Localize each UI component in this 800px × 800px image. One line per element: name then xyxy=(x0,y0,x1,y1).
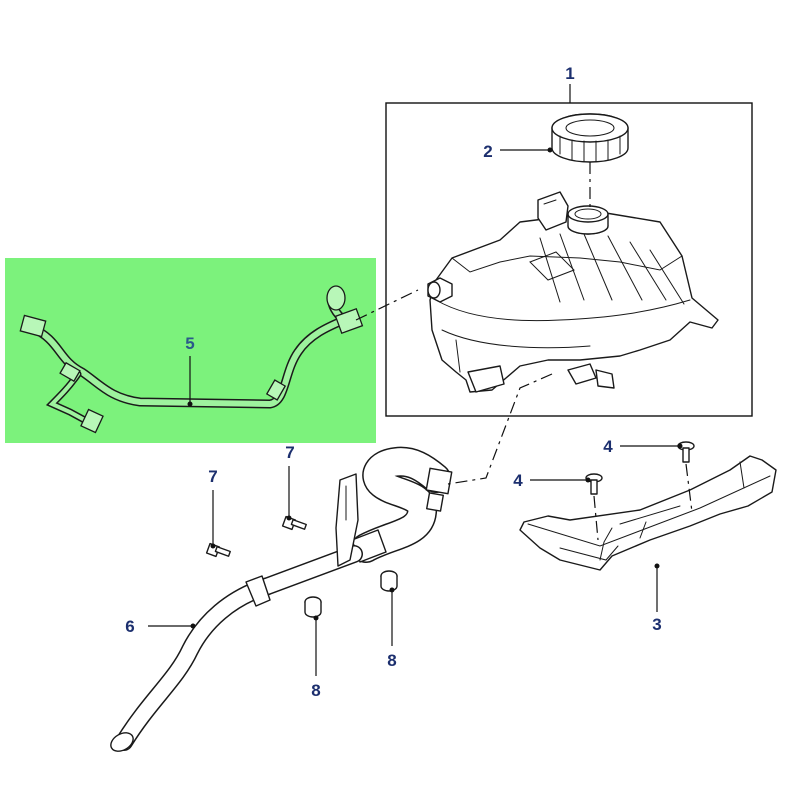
assembly-frame xyxy=(385,102,753,417)
callout-1: 1 xyxy=(565,64,574,83)
filler-cap xyxy=(551,113,629,163)
callout-7-lower: 7 xyxy=(208,467,217,486)
outlet-hose xyxy=(351,446,453,563)
callout-5: 5 xyxy=(185,334,194,353)
expansion-tank xyxy=(427,191,719,393)
pipe-bolt-lower xyxy=(205,542,231,558)
callout-3: 3 xyxy=(652,615,661,634)
coolant-pipe xyxy=(110,473,363,752)
callout-6: 6 xyxy=(125,617,134,636)
pipe-bolt-upper xyxy=(281,515,307,531)
bracket-bolt-left xyxy=(585,473,603,495)
callout-8-right: 8 xyxy=(387,651,396,670)
callout-4-right: 4 xyxy=(603,437,613,456)
assembly-line-hose5 xyxy=(355,289,419,321)
callout-8-left: 8 xyxy=(311,681,320,700)
assembly-line-outlet xyxy=(447,373,553,485)
assembly-line-bolt-right xyxy=(685,463,693,513)
leader-lines xyxy=(148,84,683,676)
callout-7-upper: 7 xyxy=(285,443,294,462)
callout-2: 2 xyxy=(483,142,492,161)
assembly-line-bolt-left xyxy=(593,495,599,541)
bleed-hose xyxy=(19,285,364,434)
grommet-right xyxy=(380,570,398,592)
callout-4-left: 4 xyxy=(513,471,523,490)
grommet-left xyxy=(304,596,322,618)
tank-mounting-bracket xyxy=(519,455,777,571)
